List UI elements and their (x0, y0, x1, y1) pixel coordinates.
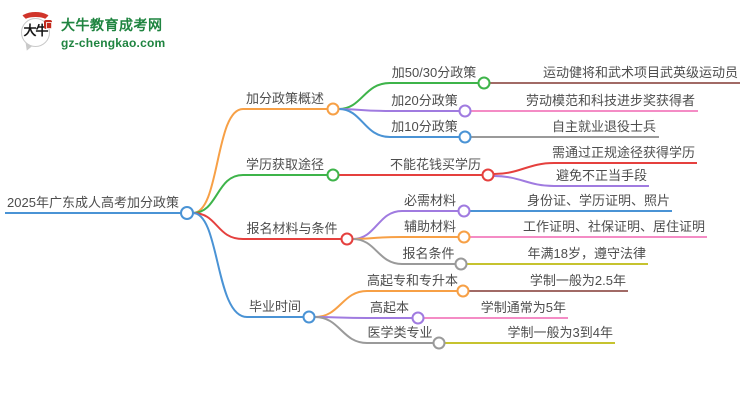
node-graduation-time: 毕业时间 (248, 299, 301, 314)
leaf-signup-conditions: 年满18岁，遵守法律 (527, 246, 646, 261)
leaf-required-materials: 身份证、学历证明、照片 (526, 193, 670, 208)
node-policy-10: 加10分政策 (391, 119, 458, 134)
child-branch-curves (314, 82, 697, 344)
node-degree-channels: 学历获取途径 (245, 157, 324, 172)
logo-red-arc (19, 12, 52, 30)
node-policy-overview: 加分政策概述 (245, 91, 324, 106)
node-circles (180, 76, 495, 350)
node-gaoqizhuan-upgrade: 高起专和专升本 (367, 273, 459, 288)
node-gaoqiben: 高起本 (369, 300, 409, 315)
leaf-policy-20-detail: 劳动模范和科技进步奖获得者 (525, 93, 695, 108)
node-materials-conditions: 报名材料与条件 (246, 221, 338, 236)
leaf-gaoqizhuan-duration: 学制一般为2.5年 (529, 273, 626, 288)
logo-seal-icon (44, 20, 52, 29)
node-underlines (5, 82, 482, 344)
logo-bubble-icon: 大牛 (19, 12, 54, 53)
leaf-gaoqiben-duration: 学制通常为5年 (480, 300, 566, 315)
node-medical-majors: 医学类专业 (367, 325, 433, 340)
leaf-medical-duration: 学制一般为3到4年 (507, 325, 613, 340)
leaf-avoid-improper: 避免不正当手段 (555, 168, 647, 183)
node-auxiliary-materials: 辅助材料 (403, 219, 456, 234)
leaf-formal-channel: 需通过正规途径获得学历 (551, 145, 695, 160)
node-required-materials: 必需材料 (403, 193, 456, 208)
node-signup-conditions: 报名条件 (402, 246, 455, 261)
node-root: 2025年广东成人高考加分政策 (7, 195, 179, 210)
logo-title: 大牛教育成考网 (61, 16, 163, 33)
node-policy-50-30: 加50/30分政策 (391, 65, 477, 80)
logo-subtitle: gz-chengkao.com (61, 35, 166, 50)
site-logo[interactable]: 大牛 大牛教育成考网 gz-chengkao.com (19, 12, 165, 53)
logo-text: 大牛教育成考网 gz-chengkao.com (61, 15, 165, 50)
node-policy-20: 加20分政策 (391, 93, 458, 108)
leaf-underlines (424, 82, 740, 344)
logo-characters: 大牛 (23, 23, 48, 38)
leaf-auxiliary-materials: 工作证明、社保证明、居住证明 (522, 219, 705, 234)
node-no-buying-degree: 不能花钱买学历 (389, 157, 481, 172)
leaf-policy-10-detail: 自主就业退役士兵 (551, 119, 656, 134)
root-branch-curves (192, 108, 248, 318)
leaf-policy-50-30-detail: 运动健将和武术项目武英级运动员 (543, 65, 739, 80)
